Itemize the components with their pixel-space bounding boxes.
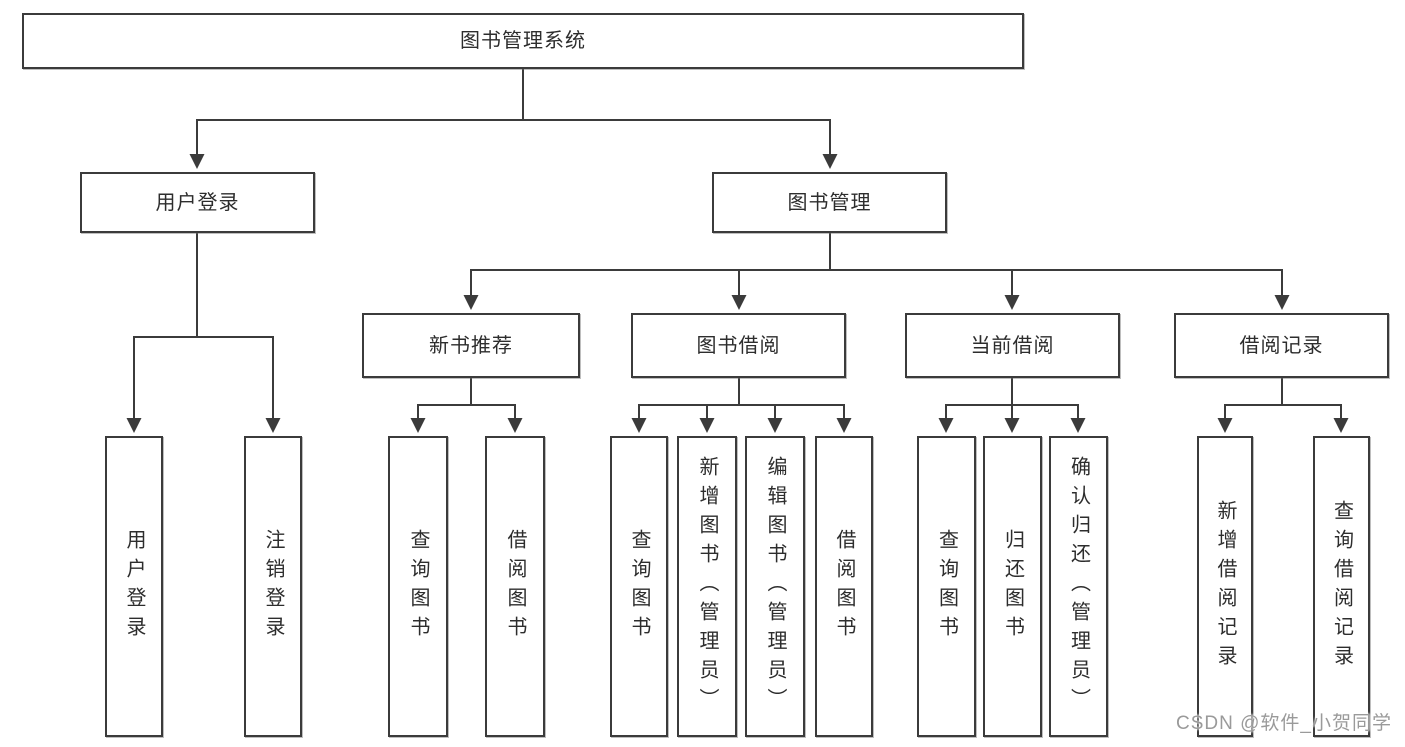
node-new-book-recommend-label: 新书推荐 bbox=[429, 334, 513, 357]
node-query-books-borrowing-label: 查询图书 bbox=[628, 528, 650, 645]
csdn-watermark: CSDN @软件_小贺同学 bbox=[1176, 713, 1392, 734]
node-borrowing-records: 借阅记录 bbox=[1174, 313, 1389, 378]
node-borrow-books-recommend: 借阅图书 bbox=[485, 436, 545, 737]
node-borrowing-records-label: 借阅记录 bbox=[1239, 334, 1324, 357]
node-query-books-current-label: 查询图书 bbox=[935, 528, 958, 645]
node-new-book-recommend: 新书推荐 bbox=[362, 313, 580, 378]
node-book-management: 图书管理 bbox=[712, 172, 947, 233]
node-edit-books-admin-label: 编辑图书（管理员） bbox=[764, 456, 786, 717]
node-borrow-books-recommend-label: 借阅图书 bbox=[504, 528, 526, 645]
node-add-borrow-record-label: 新增借阅记录 bbox=[1214, 499, 1236, 674]
node-book-management-label: 图书管理 bbox=[787, 191, 872, 214]
node-user-login-label: 用户登录 bbox=[155, 191, 240, 214]
node-user-login: 用户登录 bbox=[80, 172, 315, 233]
node-logout-label: 注销登录 bbox=[262, 528, 284, 645]
node-borrow-books-label: 借阅图书 bbox=[833, 528, 855, 645]
node-add-borrow-record: 新增借阅记录 bbox=[1197, 436, 1253, 737]
node-login-label: 用户登录 bbox=[123, 528, 145, 645]
node-query-books-recommend-label: 查询图书 bbox=[407, 528, 429, 645]
node-query-borrow-record-label: 查询借阅记录 bbox=[1330, 499, 1353, 674]
node-return-books-label: 归还图书 bbox=[1001, 528, 1024, 645]
node-current-borrowing-label: 当前借阅 bbox=[970, 334, 1055, 357]
node-logout: 注销登录 bbox=[244, 436, 302, 737]
node-confirm-return-admin-label: 确认归还（管理员） bbox=[1067, 456, 1090, 717]
node-borrow-books: 借阅图书 bbox=[815, 436, 873, 737]
node-edit-books-admin: 编辑图书（管理员） bbox=[745, 436, 805, 737]
node-current-borrowing: 当前借阅 bbox=[905, 313, 1120, 378]
node-query-books-current: 查询图书 bbox=[917, 436, 976, 737]
node-library-system: 图书管理系统 bbox=[22, 13, 1024, 69]
node-book-borrowing: 图书借阅 bbox=[631, 313, 846, 378]
node-library-system-label: 图书管理系统 bbox=[460, 30, 586, 52]
node-login: 用户登录 bbox=[105, 436, 163, 737]
node-query-books-recommend: 查询图书 bbox=[388, 436, 448, 737]
node-book-borrowing-label: 图书借阅 bbox=[696, 334, 781, 357]
node-return-books: 归还图书 bbox=[983, 436, 1042, 737]
node-query-borrow-record: 查询借阅记录 bbox=[1313, 436, 1370, 737]
node-add-books-admin: 新增图书（管理员） bbox=[677, 436, 737, 737]
node-add-books-admin-label: 新增图书（管理员） bbox=[696, 456, 718, 717]
node-confirm-return-admin: 确认归还（管理员） bbox=[1049, 436, 1108, 737]
node-query-books-borrowing: 查询图书 bbox=[610, 436, 668, 737]
